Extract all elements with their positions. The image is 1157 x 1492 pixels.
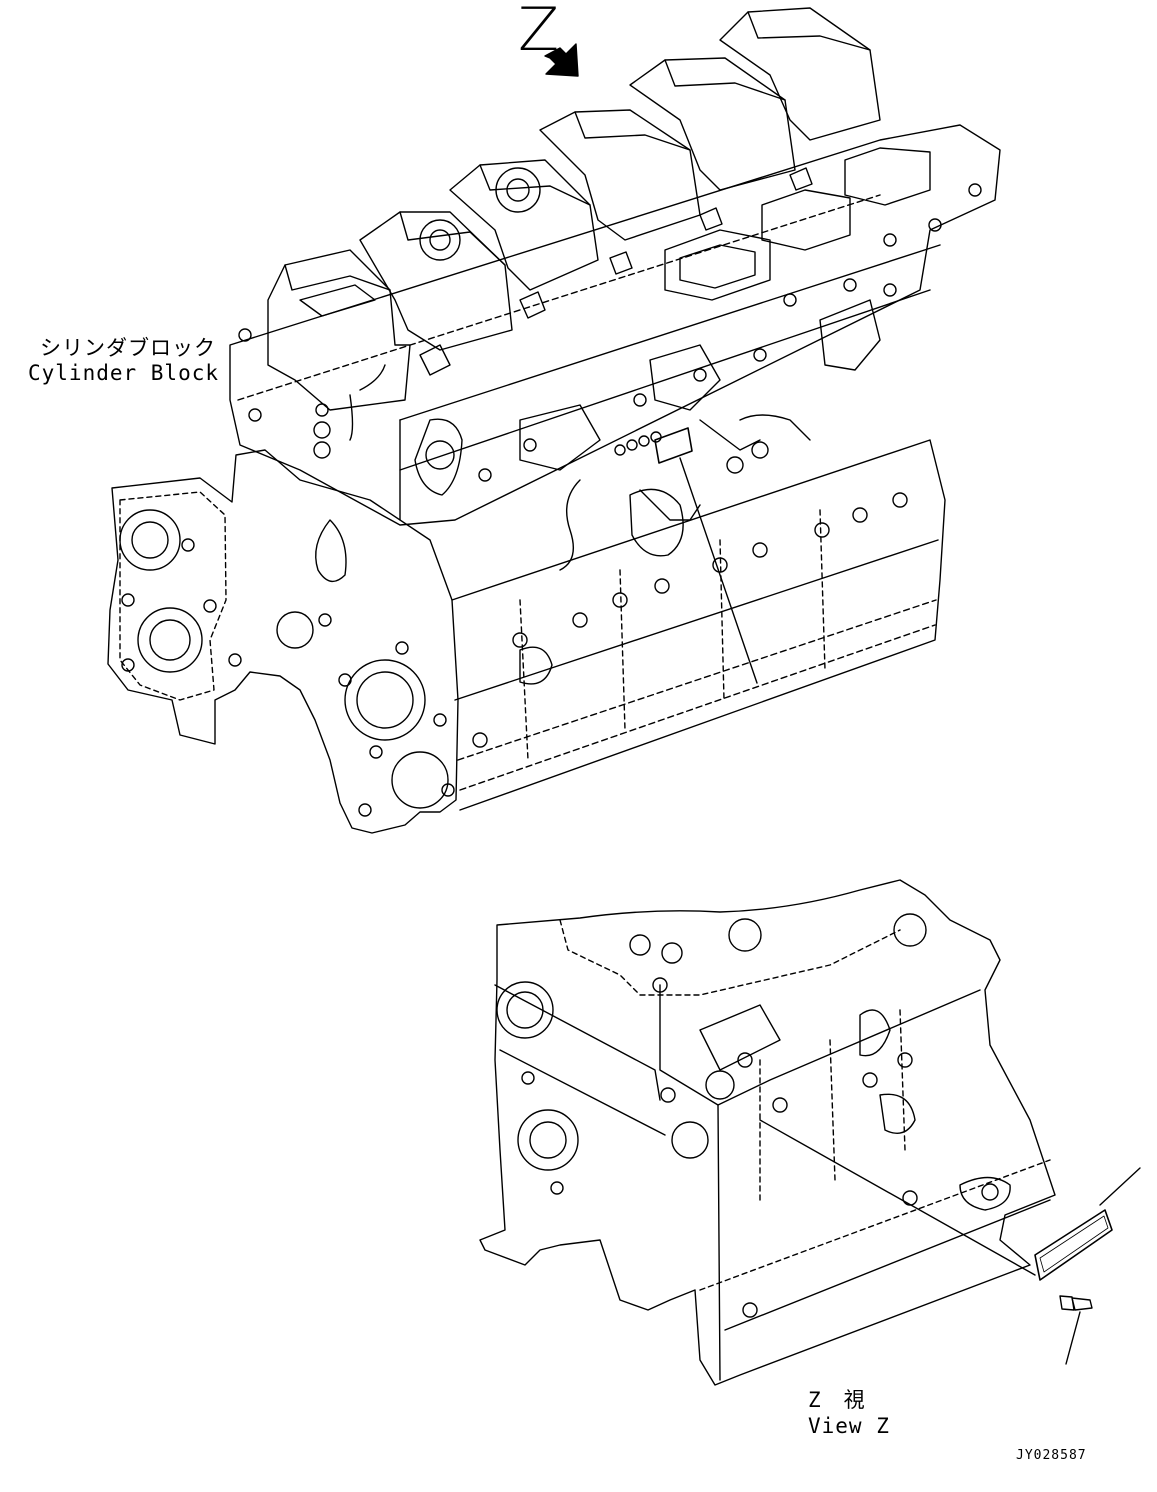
cylinder-block-assembly <box>108 8 1000 833</box>
valve-cover-4 <box>540 110 700 240</box>
valve-cover-3 <box>450 160 598 290</box>
view-z-block-outline <box>480 880 1055 1385</box>
view-arrow-icon <box>545 44 578 76</box>
drawing-code: JY028587 <box>1016 1448 1087 1463</box>
gear-bore-upper <box>120 510 180 570</box>
valve-cover-5 <box>630 58 795 190</box>
valve-cover-1 <box>268 250 410 410</box>
block-body <box>452 440 945 810</box>
view-z-label-en: View Z <box>808 1414 890 1438</box>
view-z-detail <box>480 880 1140 1385</box>
view-letter-z: Z <box>518 0 560 65</box>
nameplate-callout <box>1100 1168 1140 1205</box>
rivet-callout <box>1066 1312 1080 1364</box>
cylinder-head <box>230 125 1000 525</box>
front-timing-cover <box>108 450 458 833</box>
view-z-label-jp: Z 視 <box>808 1388 866 1412</box>
plate-leader-line <box>760 1120 1035 1275</box>
gear-bore-center <box>277 612 313 648</box>
rivet <box>1072 1298 1092 1310</box>
gear-bore-lower <box>138 608 202 672</box>
nameplate-leader-line <box>680 458 757 683</box>
valve-cover-2 <box>360 212 512 350</box>
nameplate-location <box>655 428 692 463</box>
crank-bore <box>345 660 425 740</box>
valve-cover-6 <box>720 8 880 140</box>
nameplate <box>1035 1210 1112 1280</box>
cylinder-block-label-en: Cylinder Block <box>28 361 220 385</box>
cylinder-block-label-jp: シリンダブロック <box>40 336 216 360</box>
